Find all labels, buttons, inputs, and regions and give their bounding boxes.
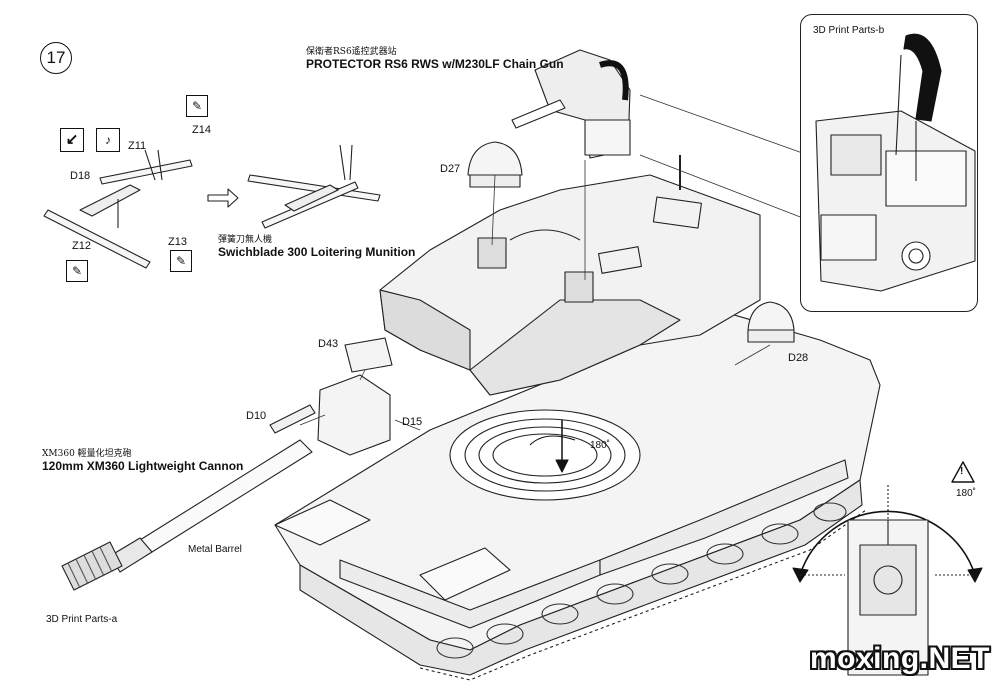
part-number-icon: ♪ xyxy=(96,128,120,152)
cannon-title-en: 120mm XM360 Lightweight Cannon xyxy=(42,459,244,473)
callout-illustration xyxy=(815,33,976,292)
rotation-inset-label: 180˚ xyxy=(956,488,977,499)
part-label-d28: D28 xyxy=(788,352,809,364)
rws-title-zh: 保衛者RS6遙控武器站 xyxy=(306,47,397,57)
turret-ring-drawing xyxy=(449,409,641,501)
part-label-d18: D18 xyxy=(70,170,91,182)
part-label-d27: D27 xyxy=(440,163,461,175)
top-view-inset xyxy=(792,485,983,676)
print-parts-a-label: 3D Print Parts-a xyxy=(46,614,118,625)
part-label-d10: D10 xyxy=(246,410,267,422)
transfer-arrow-icon xyxy=(207,188,239,208)
watermark: moxing.NET xyxy=(809,642,990,675)
cannon-drawing xyxy=(61,404,316,591)
rotation-arrow-icon xyxy=(529,420,576,473)
callout-box: 3D Print Parts-b xyxy=(800,14,978,312)
paint-icon: ✎ xyxy=(186,95,208,117)
mantlet-drawing xyxy=(317,337,393,456)
callout-title: 3D Print Parts-b xyxy=(813,25,885,36)
part-label-d43: D43 xyxy=(318,338,339,350)
part-label-z13: Z13 xyxy=(168,236,187,248)
paint-icon: ✎ xyxy=(170,250,192,272)
rws-title-en: PROTECTOR RS6 RWS w/M230LF Chain Gun xyxy=(306,57,564,71)
munition-title-en: Swichblade 300 Loitering Munition xyxy=(218,245,416,259)
part-label-d15: D15 xyxy=(402,416,423,428)
warning-icon xyxy=(951,461,975,483)
paint-icon: ✎ xyxy=(66,260,88,282)
drone-parts-drawing xyxy=(43,144,381,269)
step-number-icon: 17 xyxy=(40,42,72,74)
rotation-label: 180˚ xyxy=(590,440,611,451)
rws-gun-drawing xyxy=(511,49,631,159)
cement-glue-icon: ↙ xyxy=(60,128,84,152)
metal-barrel-label: Metal Barrel xyxy=(188,544,242,555)
part-label-z11: Z11 xyxy=(128,140,147,152)
cannon-title-zh: XM360 輕量化坦克砲 xyxy=(42,449,132,459)
part-label-z12: Z12 xyxy=(72,240,91,252)
leader-lines xyxy=(299,94,809,431)
dome-drawings xyxy=(467,141,795,343)
warning-symbol: ! xyxy=(960,466,964,477)
part-label-z14: Z14 xyxy=(192,124,211,136)
munition-title-zh: 彈簧刀無人機 xyxy=(218,235,273,245)
